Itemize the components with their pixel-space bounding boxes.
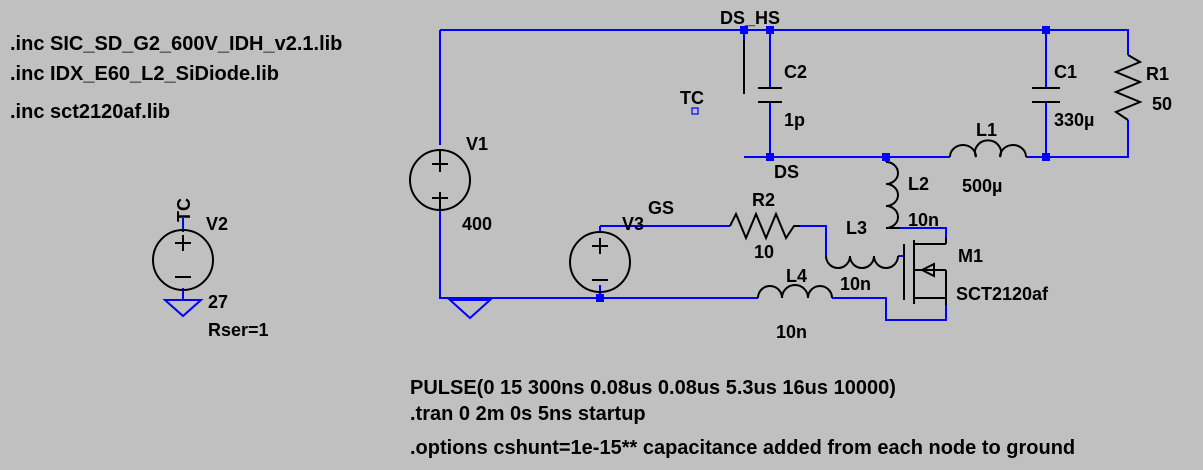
label-v2-value: 27 xyxy=(208,292,228,312)
wire-top-rail xyxy=(440,29,1129,55)
capacitor-c2[interactable] xyxy=(758,87,782,103)
label-v1-value: 400 xyxy=(462,214,492,234)
wire-r2-right xyxy=(800,225,827,256)
resistor-r2[interactable] xyxy=(729,211,800,241)
wire-l4-right xyxy=(832,297,947,321)
directive-tran: .tran 0 2m 0s 5ns startup xyxy=(410,403,646,425)
label-c2-value: 1p xyxy=(784,110,805,130)
junction-dots xyxy=(596,26,1050,302)
junction-dot xyxy=(766,26,774,34)
net-label-ds: DS xyxy=(774,162,799,182)
label-m1-value: SCT2120af xyxy=(956,284,1049,304)
label-r1-value: 50 xyxy=(1152,94,1172,114)
junction-dot xyxy=(1042,153,1050,161)
label-v3-name: V3 xyxy=(622,214,644,234)
junction-dot xyxy=(596,294,604,302)
label-c2-name: C2 xyxy=(784,62,807,82)
label-l3-name: L3 xyxy=(846,218,867,238)
label-c1-value: 330µ xyxy=(1054,110,1094,130)
tc-flag-marker xyxy=(691,107,699,115)
ground-main xyxy=(447,299,493,320)
inductor-l3[interactable] xyxy=(825,255,899,269)
junction-dot xyxy=(740,26,748,34)
net-label-tc-v2: TC xyxy=(174,198,194,222)
label-r2-name: R2 xyxy=(752,190,775,210)
label-m1-name: M1 xyxy=(958,246,983,266)
net-label-tc: TC xyxy=(680,88,704,108)
directive-inc3: .inc sct2120af.lib xyxy=(10,101,170,123)
label-l2-value: 10n xyxy=(908,210,939,230)
inductor-l4[interactable] xyxy=(757,284,833,299)
label-r1-name: R1 xyxy=(1146,64,1169,84)
junction-dot xyxy=(766,153,774,161)
label-v2-extra: Rser=1 xyxy=(208,320,269,340)
directive-inc2: .inc IDX_E60_L2_SiDiode.lib xyxy=(10,63,279,85)
directive-options: .options cshunt=1e-15** capacitance adde… xyxy=(410,437,1075,459)
net-label-ds-hs: DS_HS xyxy=(720,8,780,28)
junction-dot xyxy=(882,153,890,161)
source-v3[interactable] xyxy=(569,231,631,293)
label-l1-value: 500µ xyxy=(962,176,1002,196)
directive-pulse: PULSE(0 15 300ns 0.08us 0.08us 5.3us 16u… xyxy=(410,377,896,399)
wire-drain xyxy=(900,227,947,238)
resistor-r1[interactable] xyxy=(1113,54,1143,121)
mosfet-m1[interactable] xyxy=(903,238,947,305)
wire-v1-bottom xyxy=(439,205,600,299)
label-l4-name: L4 xyxy=(786,266,807,286)
label-l1-name: L1 xyxy=(976,120,997,140)
wires xyxy=(182,29,1129,321)
inductor-l2[interactable] xyxy=(885,161,900,229)
label-l4-value: 10n xyxy=(776,322,807,342)
junction-dot xyxy=(1042,26,1050,34)
inductor-l1[interactable] xyxy=(949,139,1027,158)
net-label-gs: GS xyxy=(648,198,674,218)
directive-inc1: .inc SIC_SD_G2_600V_IDH_v2.1.lib xyxy=(10,33,342,55)
source-v1[interactable] xyxy=(409,149,471,211)
label-l3-value: 10n xyxy=(840,274,871,294)
ground-v2 xyxy=(162,299,204,318)
label-l2-name: L2 xyxy=(908,174,929,194)
label-r2-value: 10 xyxy=(754,242,774,262)
label-c1-name: C1 xyxy=(1054,62,1077,82)
label-v2-name: V2 xyxy=(206,214,228,234)
label-v1-name: V1 xyxy=(466,134,488,154)
source-v2[interactable] xyxy=(152,229,214,291)
capacitor-c1[interactable] xyxy=(1032,87,1060,103)
wire-l1-right xyxy=(1026,120,1129,158)
